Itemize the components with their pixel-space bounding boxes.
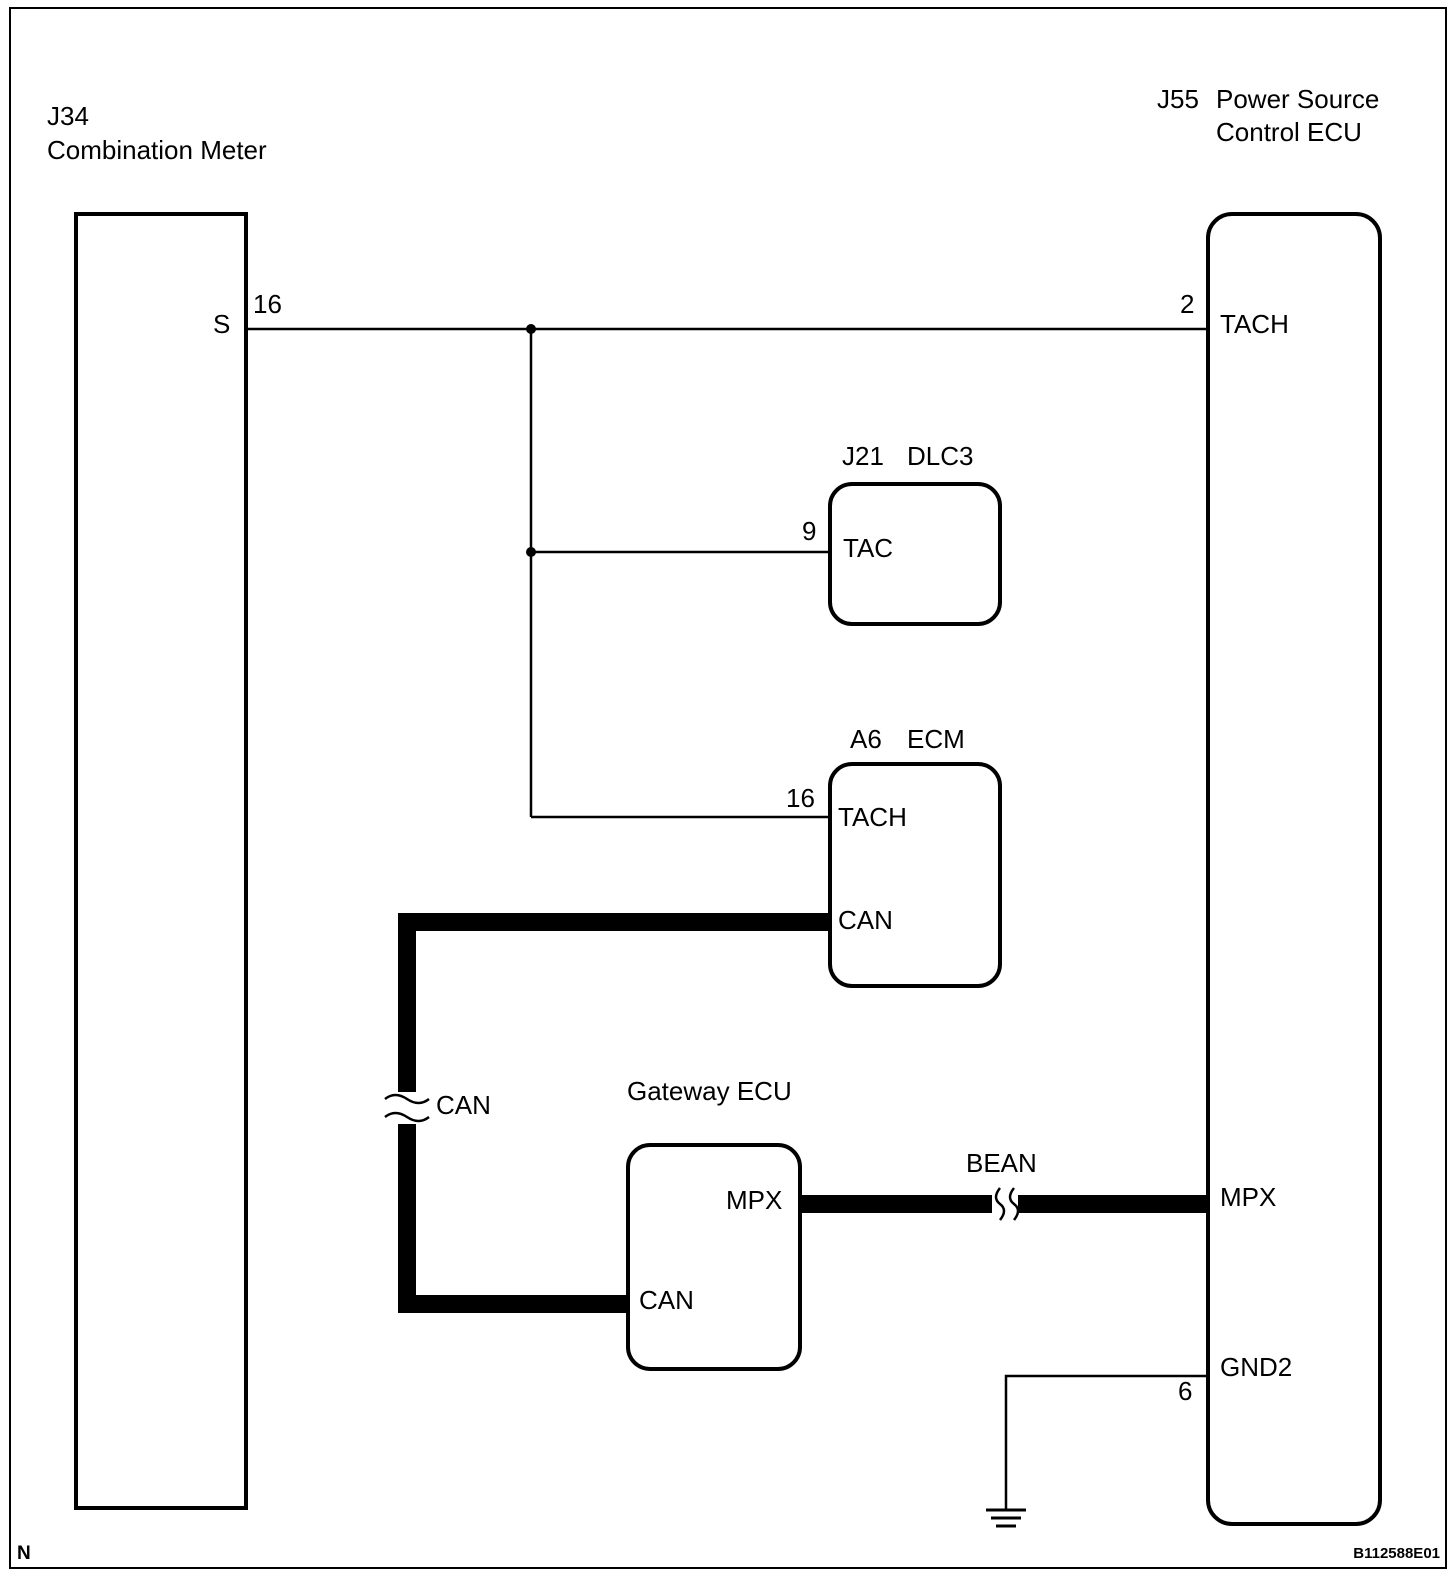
ecm-box	[828, 762, 1002, 988]
splice-point-top	[526, 324, 536, 334]
corner-letter: N	[17, 1543, 31, 1564]
ground-symbol	[986, 1508, 1026, 1528]
gateway-ecu-name: Gateway ECU	[627, 1076, 792, 1106]
figure-id: B112588E01	[1353, 1545, 1440, 1562]
combination-meter-name: Combination Meter	[47, 135, 267, 165]
dlc3-code: J21	[842, 441, 884, 471]
diagram-frame	[9, 7, 1447, 1569]
power-source-ecu-terminal-mpx: MPX	[1220, 1182, 1276, 1212]
combination-meter-terminal-s: S	[213, 309, 230, 339]
ecm-code: A6	[850, 724, 882, 754]
splice-point-middle	[526, 547, 536, 557]
ecm-pin-16: 16	[786, 783, 815, 813]
gnd2-wire	[1004, 1374, 1208, 1510]
power-source-ecu-terminal-gnd2: GND2	[1220, 1352, 1292, 1382]
dlc3-name: DLC3	[907, 441, 973, 471]
gateway-ecu-box	[626, 1143, 802, 1371]
dlc3-box	[828, 482, 1002, 626]
can-bus-break-symbol	[384, 1092, 430, 1124]
dlc3-terminal-tac: TAC	[843, 533, 893, 563]
ecm-terminal-can: CAN	[838, 905, 893, 935]
ecm-name: ECM	[907, 724, 965, 754]
bean-bus-break-symbol	[992, 1187, 1020, 1221]
combination-meter-code: J34	[47, 101, 89, 131]
combination-meter-box	[74, 212, 248, 1510]
gateway-ecu-terminal-mpx: MPX	[726, 1185, 782, 1215]
ecm-terminal-tach: TACH	[838, 802, 907, 832]
can-bus-label: CAN	[436, 1090, 491, 1120]
dlc3-pin-9: 9	[802, 516, 816, 546]
combination-meter-pin-16: 16	[253, 289, 282, 319]
power-source-ecu-name-line2: Control ECU	[1216, 117, 1362, 147]
power-source-ecu-pin-6: 6	[1178, 1376, 1192, 1406]
power-source-ecu-box	[1206, 212, 1382, 1526]
gateway-ecu-terminal-can: CAN	[639, 1285, 694, 1315]
power-source-ecu-code: J55	[1157, 84, 1199, 114]
power-source-ecu-pin-2: 2	[1180, 289, 1194, 319]
power-source-ecu-terminal-tach: TACH	[1220, 309, 1289, 339]
bean-bus-label: BEAN	[966, 1148, 1037, 1178]
power-source-ecu-name-line1: Power Source	[1216, 84, 1379, 114]
